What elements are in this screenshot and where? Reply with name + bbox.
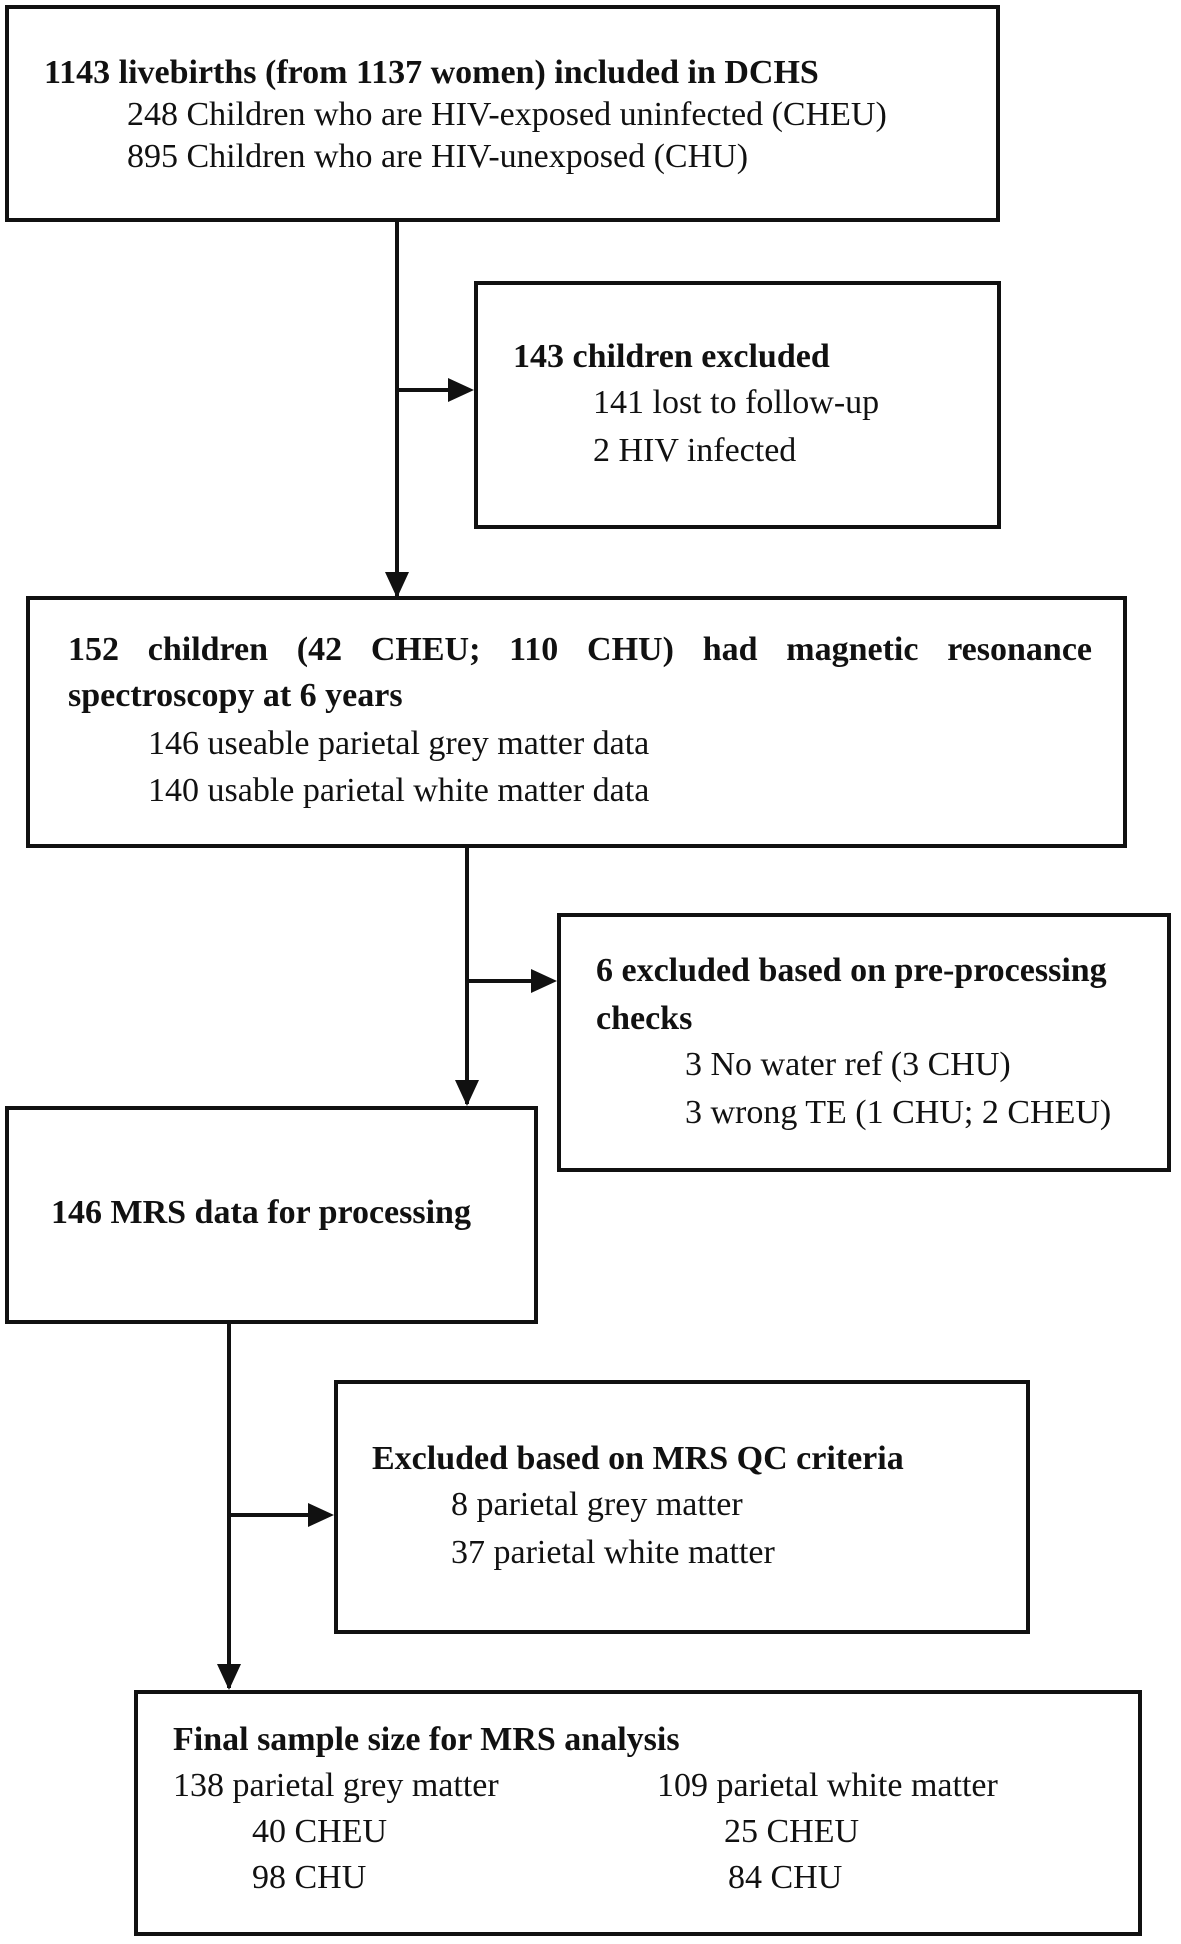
box-qc-excluded: Excluded based on MRS QC criteria 8 pari… [334,1380,1030,1634]
box-mrs-processing-title: 146 MRS data for processing [51,1194,471,1231]
box-livebirths-title: 1143 livebirths (from 1137 women) includ… [44,54,819,91]
box-preprocessing-excluded-title-line-1: 6 excluded based on pre-processing [596,952,1107,989]
box-preprocessing-excluded-title-line-2: checks [596,1000,693,1037]
box-mrs-at-6-years-title-line-1: 152 children (42 CHEU; 110 CHU) had magn… [68,631,1092,668]
box-qc-excluded-line-1: 8 parietal grey matter [451,1486,743,1523]
grey-matter-header: 138 parietal grey matter [173,1767,499,1804]
box-qc-excluded-title: Excluded based on MRS QC criteria [372,1440,904,1477]
grey-matter-cheu: 40 CHEU [252,1813,388,1850]
arrow-main-3-head [217,1664,241,1690]
box-mrs-at-6-years: 152 children (42 CHEU; 110 CHU) had magn… [26,596,1127,848]
box-qc-excluded-line-2: 37 parietal white matter [451,1534,775,1571]
box-livebirths-line-1: 248 Children who are HIV-exposed uninfec… [127,96,887,133]
box-children-excluded-line-2: 2 HIV infected [593,432,797,469]
arrow-main-2-head [455,1080,479,1106]
grey-matter-chu: 98 CHU [252,1859,367,1896]
box-livebirths-line-2: 895 Children who are HIV-unexposed (CHU) [127,138,749,175]
box-final-sample: Final sample size for MRS analysis 138 p… [134,1690,1142,1936]
white-matter-header: 109 parietal white matter [657,1767,998,1804]
white-matter-cheu: 25 CHEU [724,1813,860,1850]
box-preprocessing-excluded-line-1: 3 No water ref (3 CHU) [685,1046,1011,1083]
box-mrs-at-6-years-title-line-2: spectroscopy at 6 years [68,677,403,714]
box-children-excluded-line-1: 141 lost to follow-up [593,384,880,421]
box-livebirths: 1143 livebirths (from 1137 women) includ… [5,5,1000,222]
arrow-branch-3-head [308,1503,334,1527]
arrow-branch-1-head [448,378,474,402]
box-mrs-at-6-years-line-2: 140 usable parietal white matter data [148,772,650,809]
arrow-main-1-head [385,572,409,598]
box-mrs-at-6-years-line-1: 146 useable parietal grey matter data [148,725,650,762]
box-preprocessing-excluded-line-2: 3 wrong TE (1 CHU; 2 CHEU) [685,1094,1112,1131]
box-children-excluded: 143 children excluded 141 lost to follow… [474,281,1001,529]
box-mrs-processing: 146 MRS data for processing [5,1106,538,1324]
box-children-excluded-title: 143 children excluded [513,338,830,375]
arrow-branch-2-head [531,969,557,993]
box-preprocessing-excluded: 6 excluded based on pre-processing check… [557,913,1171,1172]
box-final-sample-title: Final sample size for MRS analysis [173,1721,680,1758]
white-matter-chu: 84 CHU [728,1859,843,1896]
